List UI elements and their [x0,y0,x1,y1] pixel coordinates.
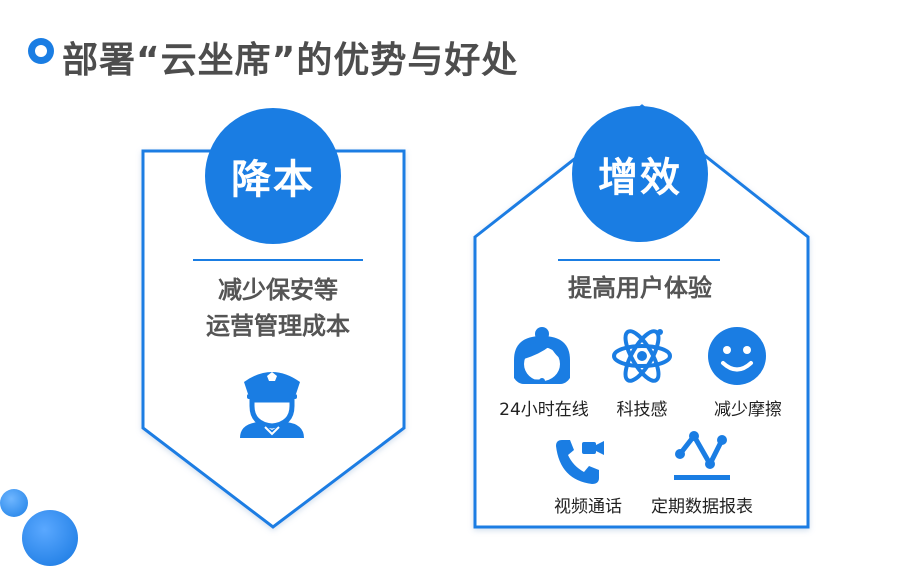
feature-label-24h-online: 24小时在线 [499,400,589,420]
left-card-description-line-2: 运营管理成本 [206,312,350,340]
decorative-bubble-large [22,510,78,566]
left-card-description: 减少保安等 运营管理成本 [172,272,384,344]
title-bullet [28,38,54,64]
smiley-face-icon [708,327,766,385]
line-chart-icon [674,431,730,480]
security-guard-icon [240,372,304,438]
decorative-bubble-small [0,489,28,517]
right-card-badge: 增效 [572,106,708,242]
left-card-divider [193,259,363,261]
customer-service-agent-icon [514,327,570,384]
feature-label-reduce-friction: 减少摩擦 [714,400,782,420]
right-card-description: 提高用户体验 [568,274,712,302]
feature-label-video-call: 视频通话 [554,497,622,517]
left-card-badge: 降本 [205,108,341,244]
video-call-icon [556,440,604,484]
left-card-frame [141,149,406,529]
feature-label-periodic-reports: 定期数据报表 [651,497,753,517]
left-card-description-line-1: 减少保安等 [218,276,338,304]
page-title: 部署“云坐席”的优势与好处 [62,40,519,81]
atom-icon [612,329,672,383]
right-card-divider [558,259,720,261]
feature-label-tech-sense: 科技感 [616,400,668,420]
